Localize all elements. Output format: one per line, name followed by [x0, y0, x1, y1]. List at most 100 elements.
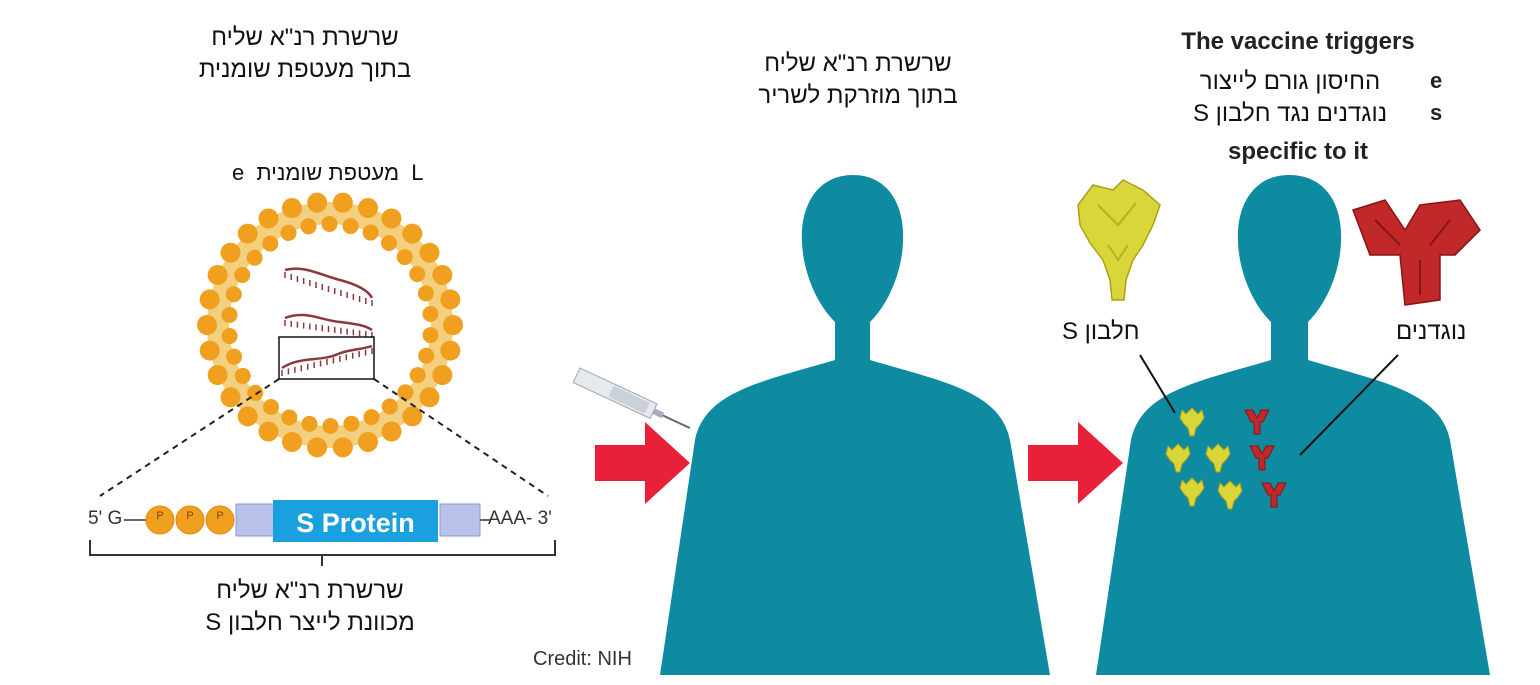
lipid-head-inner	[381, 398, 398, 415]
middle-title-line1: שרשרת רנ"א שליח	[764, 50, 952, 77]
three-prime-label: AAA- 3'	[488, 508, 552, 529]
mrna-strand	[284, 267, 374, 299]
zoom-line-left	[99, 378, 280, 497]
label-s-protein: חלבון S	[1056, 318, 1146, 346]
lipid-head-inner	[300, 218, 317, 235]
left-caption-line1: שרשרת רנ"א שליח	[216, 577, 404, 604]
lipid-head-inner	[362, 224, 379, 241]
lipid-head-outer	[220, 387, 241, 408]
lipid-head-outer	[443, 315, 463, 335]
lipid-head-outer	[402, 223, 423, 244]
syringe	[572, 367, 691, 429]
zoom-box	[278, 336, 375, 380]
lipid-head-outer	[207, 365, 228, 386]
lipid-head-inner	[397, 384, 414, 401]
lipid-head-inner	[234, 266, 251, 283]
left-caption: שרשרת רנ"א שליח מכוונת לייצר חלבון S	[175, 575, 445, 639]
body-silhouette	[1096, 175, 1490, 675]
lipid-head-inner	[321, 216, 338, 233]
middle-title-line2: בתוך מוזרקת לשריר	[758, 82, 958, 109]
lipid-head-inner	[246, 249, 263, 266]
syringe-needle	[662, 414, 691, 429]
envelope-fragment-left: e	[232, 160, 245, 185]
lipid-head-inner	[422, 305, 439, 322]
cap-letter: P	[216, 510, 224, 522]
five-prime-label: 5' G	[88, 508, 123, 529]
lipid-head-inner	[221, 328, 238, 345]
left-title-line1: שרשרת רנ"א שליח	[211, 24, 399, 51]
envelope-label: מעטפת שומנית	[256, 160, 400, 185]
lipid-head-inner	[342, 218, 359, 235]
lipid-head-outer	[197, 315, 217, 335]
right-fragment-s: s	[1430, 100, 1443, 125]
s-protein-label: S Protein	[296, 508, 415, 538]
lipid-head-outer	[419, 387, 440, 408]
mrna-strand	[281, 344, 373, 370]
lipid-head-inner	[221, 306, 238, 323]
lipid-head-inner	[281, 409, 298, 426]
arrow-2	[1028, 422, 1123, 504]
lipid-head-outer	[381, 208, 402, 229]
pointer-antibodies	[1299, 354, 1399, 456]
lipid-head-inner	[363, 409, 380, 426]
lipid-head-outer	[199, 340, 220, 361]
bracket	[89, 540, 556, 556]
s-protein-box	[273, 500, 438, 542]
left-title-line2: בתוך מעטפת שומנית	[198, 56, 412, 83]
right-title-he-line1: החיסון גורם לייצור	[1199, 68, 1381, 95]
lipid-head-outer	[440, 340, 461, 361]
lipid-head-inner	[409, 367, 426, 384]
cap-letter: P	[156, 510, 164, 522]
cap-circle	[175, 505, 205, 535]
lipid-head-inner	[417, 285, 434, 302]
right-fragment-e: e	[1430, 68, 1443, 93]
lipid-head-outer	[220, 242, 241, 263]
syringe-liquid	[608, 385, 650, 414]
lipid-head-outer	[258, 421, 279, 442]
lipid-head-inner	[234, 367, 251, 384]
envelope-fragment-right: L	[411, 160, 424, 185]
lipid-head-outer	[402, 406, 423, 427]
credit-label: Credit: NIH	[533, 648, 632, 670]
lipid-head-outer	[432, 264, 453, 285]
cap-letter: P	[186, 510, 194, 522]
utr-box-3	[439, 503, 481, 537]
lipid-head-outer	[281, 431, 302, 452]
lipid-head-outer	[281, 198, 302, 219]
pointer-s-protein	[1139, 354, 1176, 414]
body-silhouette	[660, 175, 1050, 675]
lipid-head-inner	[322, 417, 339, 434]
lipid-head-inner	[262, 235, 279, 252]
lipid-head-outer	[307, 192, 328, 213]
lipid-head-inner	[409, 266, 426, 283]
lipid-head-outer	[419, 242, 440, 263]
lipid-head-outer	[432, 365, 453, 386]
label-antibodies: נוגדנים	[1396, 318, 1467, 345]
lipid-head-inner	[280, 224, 297, 241]
middle-title: שרשרת רנ"א שליח בתוך מוזרקת לשריר	[718, 48, 998, 112]
lipid-bilayer	[207, 202, 453, 448]
right-title-he-line2: נוגדנים נגד חלבון S	[1192, 100, 1388, 127]
lipid-head-inner	[225, 286, 242, 303]
lipid-head-outer	[237, 223, 258, 244]
arrow-1	[595, 422, 690, 504]
mrna-strands	[281, 267, 374, 370]
lipid-head-outer	[358, 198, 379, 219]
lipid-head-inner	[343, 415, 360, 432]
zoom-line-right	[373, 378, 549, 497]
lipid-head-inner	[301, 415, 318, 432]
lipid-head-outer	[381, 421, 402, 442]
cap-circle	[145, 505, 175, 535]
right-title-en-top: The vaccine triggers	[1181, 28, 1415, 55]
mrna-strand	[284, 313, 373, 332]
lipid-head-outer	[307, 437, 328, 458]
lipid-head-outer	[258, 208, 279, 229]
lipid-nanoparticle	[197, 192, 463, 458]
antibody-large	[1352, 199, 1481, 306]
lipid-head-outer	[332, 437, 353, 458]
lipid-head-outer	[237, 406, 258, 427]
mrna-construct	[89, 500, 556, 566]
mrna-teeth	[281, 272, 373, 376]
lipid-head-inner	[263, 398, 280, 415]
